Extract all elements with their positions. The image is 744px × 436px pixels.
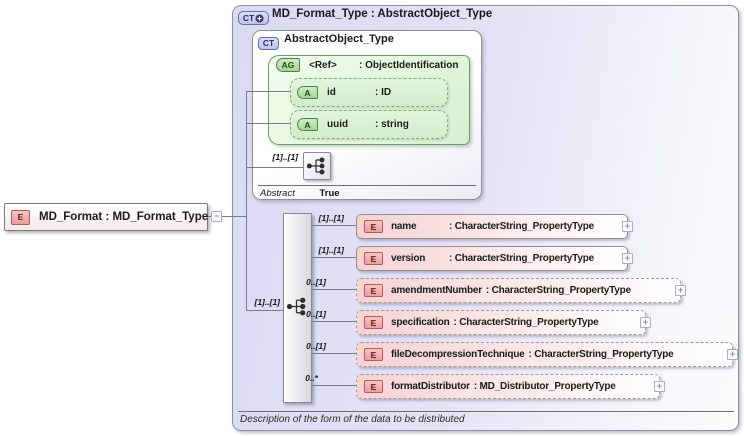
attribute-uuid[interactable]: A uuid : string — [290, 110, 448, 139]
element-type-label: : CharacterString_PropertyType — [528, 349, 674, 360]
element-badge: E — [364, 316, 383, 329]
element-badge: E — [364, 284, 383, 297]
attribute-group-header: AG <Ref> : ObjectIdentification — [276, 58, 458, 72]
connector-line — [247, 91, 290, 92]
element-name-label: amendmentNumber — [391, 285, 482, 296]
abstract-property-label: Abstract — [260, 188, 295, 199]
description-divider — [238, 411, 734, 412]
element-formatdistributor[interactable]: E formatDistributor : MD_Distributor_Pro… — [356, 374, 660, 399]
attribute-name: id — [327, 87, 336, 98]
attribute-id[interactable]: A id : ID — [290, 78, 448, 107]
element-type-label: : CharacterString_PropertyType — [449, 221, 594, 232]
attribute-badge: A — [297, 118, 318, 131]
expand-button[interactable]: + — [622, 253, 633, 264]
base-type-title: AbstractObject_Type — [284, 33, 394, 45]
attribute-name: uuid — [327, 119, 349, 130]
element-badge: E — [364, 252, 383, 265]
element-specification[interactable]: E specification : CharacterString_Proper… — [356, 310, 646, 335]
element-badge: E — [364, 380, 383, 393]
connector-line — [247, 310, 283, 311]
element-type-label: : CharacterString_PropertyType — [449, 253, 594, 264]
expand-button[interactable]: + — [622, 221, 633, 232]
attribute-group-name: <Ref> — [309, 59, 337, 71]
base-type-divider — [258, 185, 476, 186]
connector-line — [247, 123, 290, 124]
base-type-badge: CT — [258, 33, 279, 51]
connector-line — [312, 321, 356, 322]
element-cardinality: [1]..[1] — [318, 213, 345, 223]
element-cardinality: [1]..[1] — [318, 245, 345, 255]
sequence-icon — [306, 157, 325, 175]
complex-type-badge-label: CT — [242, 13, 255, 23]
sequence-model-group-glyph — [286, 296, 309, 317]
element-cardinality: 0..[1] — [306, 277, 326, 287]
element-cardinality: 0..* — [305, 373, 318, 383]
element-name-label: name — [391, 221, 417, 232]
element-amendmentnumber[interactable]: E amendmentNumber : CharacterString_Prop… — [356, 278, 681, 303]
element-name[interactable]: E name : CharacterString_PropertyType — [356, 214, 628, 239]
attribute-group-type: : ObjectIdentification — [359, 59, 459, 71]
plus-circle-icon — [255, 13, 264, 23]
element-type-label: : CharacterString_PropertyType — [453, 317, 599, 328]
element-name-label: formatDistributor — [391, 381, 470, 392]
expand-button[interactable]: + — [675, 285, 686, 296]
attribute-group-badge: AG — [276, 58, 300, 72]
sequence-cardinality: [1]..[1] — [254, 297, 281, 307]
connector-line — [312, 289, 356, 290]
connector-line — [312, 385, 356, 386]
connector-line — [312, 353, 356, 354]
root-element-label: MD_Format : MD_Format_Type — [39, 211, 209, 223]
expand-button[interactable]: + — [640, 317, 651, 328]
element-version[interactable]: E version : CharacterString_PropertyType — [356, 246, 628, 271]
attribute-type: : ID — [375, 87, 392, 98]
connector-line — [312, 225, 356, 226]
element-type-label: : MD_Distributor_PropertyType — [473, 381, 616, 392]
element-name-label: fileDecompressionTechnique — [391, 349, 525, 360]
element-badge: E — [364, 220, 383, 233]
complex-type-badge: CT — [238, 8, 269, 26]
element-badge: E — [11, 209, 30, 225]
element-md-format[interactable]: E MD_Format : MD_Format_Type — [4, 203, 208, 231]
complex-type-title: MD_Format_Type : AbstractObject_Type — [272, 8, 493, 20]
attribute-type: : string — [375, 119, 409, 130]
element-filedecompressiontechnique[interactable]: E fileDecompressionTechnique : Character… — [356, 342, 733, 367]
element-name-label: version — [391, 253, 426, 264]
connector-line — [247, 167, 303, 168]
element-cardinality: 0..[1] — [306, 309, 326, 319]
expand-button[interactable]: + — [654, 381, 665, 392]
element-type-label: : CharacterString_PropertyType — [485, 285, 631, 296]
connector-line — [246, 91, 247, 311]
collapse-button[interactable]: − — [211, 211, 222, 222]
base-sequence-cardinality: [1]..[1] — [272, 152, 299, 162]
element-name-label: specification — [391, 317, 450, 328]
connector-line — [208, 216, 211, 217]
connector-line — [222, 216, 247, 217]
abstract-property-value: True — [319, 188, 340, 199]
attribute-badge: A — [297, 86, 318, 99]
base-type-properties: Abstract True — [260, 188, 340, 199]
expand-button[interactable]: + — [727, 349, 738, 360]
sequence-icon — [286, 297, 306, 316]
element-cardinality: 0..[1] — [306, 341, 326, 351]
base-sequence-indicator[interactable] — [303, 152, 331, 180]
type-description: Description of the form of the data to b… — [240, 414, 465, 425]
connector-line — [312, 257, 356, 258]
element-badge: E — [364, 348, 383, 361]
